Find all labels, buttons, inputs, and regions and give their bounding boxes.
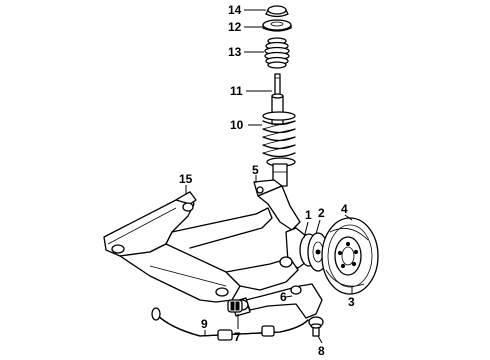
brake-rotor (321, 217, 379, 295)
callout-12: 12 (228, 20, 242, 34)
callout-9: 9 (201, 317, 208, 331)
stabilizer-bar (151, 307, 309, 341)
bearing-plate (262, 19, 292, 32)
leader-lines (185, 9, 353, 344)
callouts: 14 12 13 11 10 5 15 1 2 4 3 6 7 9 8 (179, 3, 355, 358)
callout-15: 15 (179, 172, 193, 186)
control-arm (231, 283, 323, 319)
dust-boot (264, 37, 290, 69)
callout-13: 13 (228, 45, 242, 59)
strut-mount-cap (265, 5, 289, 18)
coil-spring (262, 111, 296, 167)
bushing (227, 299, 243, 313)
callout-11: 11 (230, 84, 243, 98)
strut-body (253, 163, 301, 231)
callout-4: 4 (341, 202, 348, 216)
subframe (103, 191, 299, 303)
strut-shock (271, 73, 284, 125)
callout-7: 7 (234, 330, 241, 344)
callout-8: 8 (318, 344, 325, 358)
callout-6: 6 (280, 290, 287, 304)
callout-10: 10 (230, 118, 244, 132)
callout-3: 3 (348, 295, 355, 309)
callout-2: 2 (318, 206, 325, 220)
callout-14: 14 (228, 3, 242, 17)
callout-1: 1 (305, 208, 312, 222)
ball-joint (308, 316, 324, 337)
callout-5: 5 (252, 163, 259, 177)
